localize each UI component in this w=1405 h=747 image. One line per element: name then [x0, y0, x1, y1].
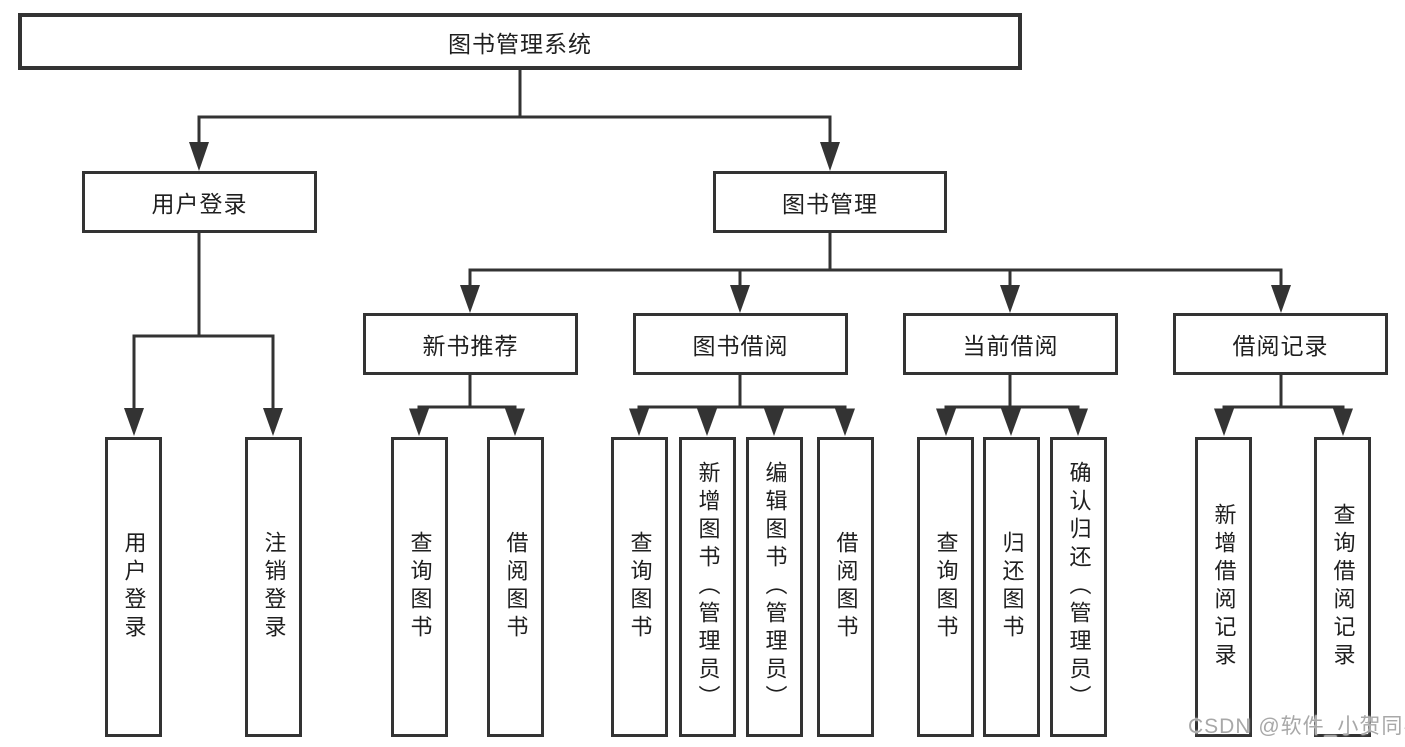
leaf-edit-books-admin: 编辑图书（管理员）: [746, 437, 803, 737]
node-book-management-label: 图书管理: [782, 191, 878, 217]
leaf-return-books: 归还图书: [983, 437, 1040, 737]
leaf-confirm-return-admin-label: 确认归还（管理员）: [1066, 461, 1092, 713]
node-new-book-recommend: 新书推荐: [363, 313, 578, 375]
node-borrowing-records-label: 借阅记录: [1232, 333, 1329, 359]
leaf-query-borrow-record-label: 查询借阅记录: [1330, 503, 1356, 671]
leaf-query-books-2: 查询图书: [611, 437, 668, 737]
leaf-logout: 注销登录: [245, 437, 302, 737]
leaf-borrow-books-1: 借阅图书: [487, 437, 544, 737]
leaf-query-books-1: 查询图书: [391, 437, 448, 737]
leaf-user-login: 用户登录: [105, 437, 162, 737]
node-new-book-recommend-label: 新书推荐: [422, 333, 519, 359]
leaf-logout-label: 注销登录: [261, 531, 287, 643]
node-current-borrowing: 当前借阅: [903, 313, 1118, 375]
leaf-query-books-2-label: 查询图书: [627, 531, 653, 643]
leaf-edit-books-admin-label: 编辑图书（管理员）: [762, 461, 788, 713]
node-book-management-system: 图书管理系统: [18, 13, 1022, 70]
leaf-borrow-books-2: 借阅图书: [817, 437, 874, 737]
leaf-user-login-label: 用户登录: [121, 531, 147, 643]
node-book-borrowing-label: 图书借阅: [692, 333, 789, 359]
leaf-return-books-label: 归还图书: [999, 531, 1025, 643]
leaf-add-books-admin: 新增图书（管理员）: [679, 437, 736, 737]
node-borrowing-records: 借阅记录: [1173, 313, 1388, 375]
node-book-management-system-label: 图书管理系统: [448, 30, 592, 57]
node-book-borrowing: 图书借阅: [633, 313, 848, 375]
node-user-login: 用户登录: [82, 171, 317, 233]
node-current-borrowing-label: 当前借阅: [962, 333, 1059, 359]
leaf-query-books-3-label: 查询图书: [933, 531, 959, 643]
leaf-add-borrow-record-label: 新增借阅记录: [1211, 503, 1237, 671]
node-book-management: 图书管理: [713, 171, 947, 233]
csdn-watermark: CSDN @软件_小贺同学: [1188, 715, 1405, 738]
leaf-add-books-admin-label: 新增图书（管理员）: [695, 461, 721, 713]
leaf-add-borrow-record: 新增借阅记录: [1195, 437, 1252, 737]
leaf-confirm-return-admin: 确认归还（管理员）: [1050, 437, 1107, 737]
leaf-borrow-books-2-label: 借阅图书: [833, 531, 859, 643]
leaf-query-books-1-label: 查询图书: [407, 531, 433, 643]
leaf-query-borrow-record: 查询借阅记录: [1314, 437, 1371, 737]
leaf-query-books-3: 查询图书: [917, 437, 974, 737]
leaf-borrow-books-1-label: 借阅图书: [503, 531, 529, 643]
node-user-login-label: 用户登录: [151, 191, 248, 217]
